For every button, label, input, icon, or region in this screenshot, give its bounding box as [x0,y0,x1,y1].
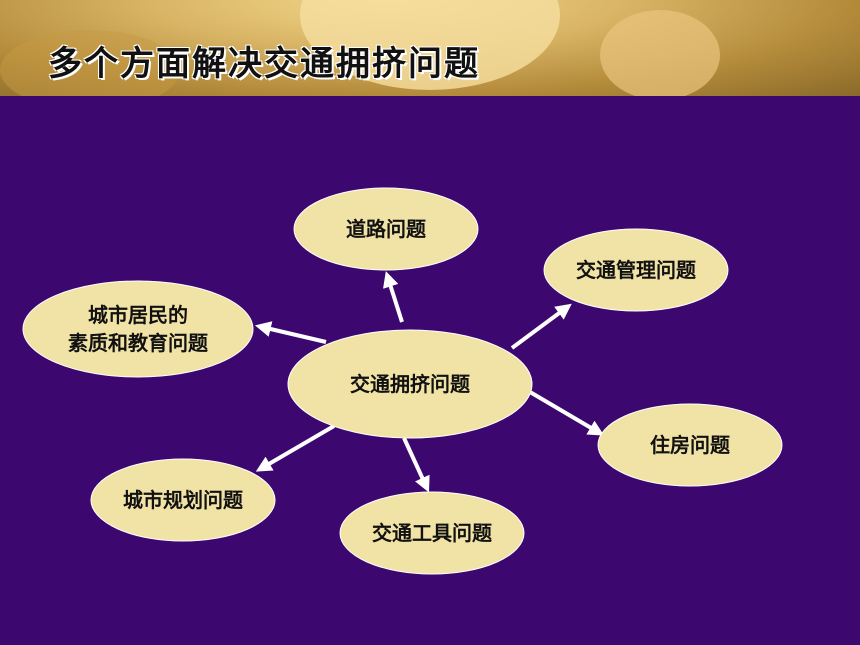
nodes: 交通拥挤问题 道路问题交通管理问题城市居民的素质和教育问题住房问题城市规划问题交通… [22,187,783,575]
node-citizens [22,280,254,378]
arrow-to-citizens [254,321,327,344]
arrows [254,271,605,493]
node-road [293,187,479,271]
arrow-to-vehicles [402,437,430,493]
arrow-to-urban-planning [255,424,336,472]
center-node [287,329,533,439]
node-vehicles [339,491,525,575]
slide-title: 多个方面解决交通拥挤问题 [48,44,480,84]
node-road-label: 道路问题 [346,217,427,241]
arrow-to-housing [528,390,605,436]
node-vehicles-label: 交通工具问题 [372,521,493,545]
node-traffic-management [543,228,729,312]
node-urban-planning [90,458,276,542]
arrow-to-road [383,271,404,323]
node-citizens-label: 素质和教育问题 [68,331,209,355]
node-traffic-management-label: 交通管理问题 [576,258,697,282]
node-housing [597,403,783,487]
header-banner-image [0,0,860,96]
node-housing-label: 住房问题 [650,433,731,457]
node-urban-planning-label: 城市规划问题 [123,488,244,512]
center-node-label: 交通拥挤问题 [350,372,471,396]
arrow-to-traffic-management [510,303,572,350]
node-citizens-label: 城市居民的 [88,303,188,327]
